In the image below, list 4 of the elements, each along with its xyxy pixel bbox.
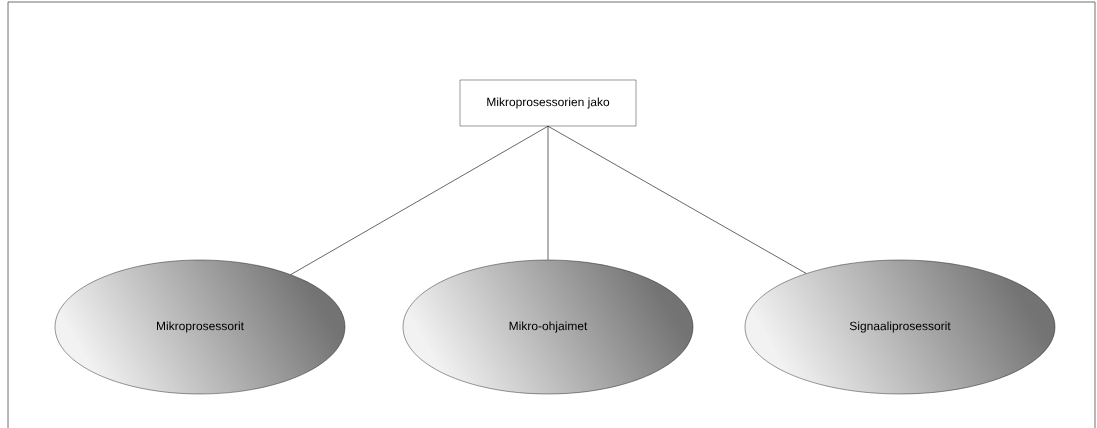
connector-line — [547, 125, 549, 261]
connector-line — [547, 125, 807, 274]
title-box: Mikroprosessorien jako — [459, 79, 637, 127]
connector-line — [290, 125, 549, 275]
